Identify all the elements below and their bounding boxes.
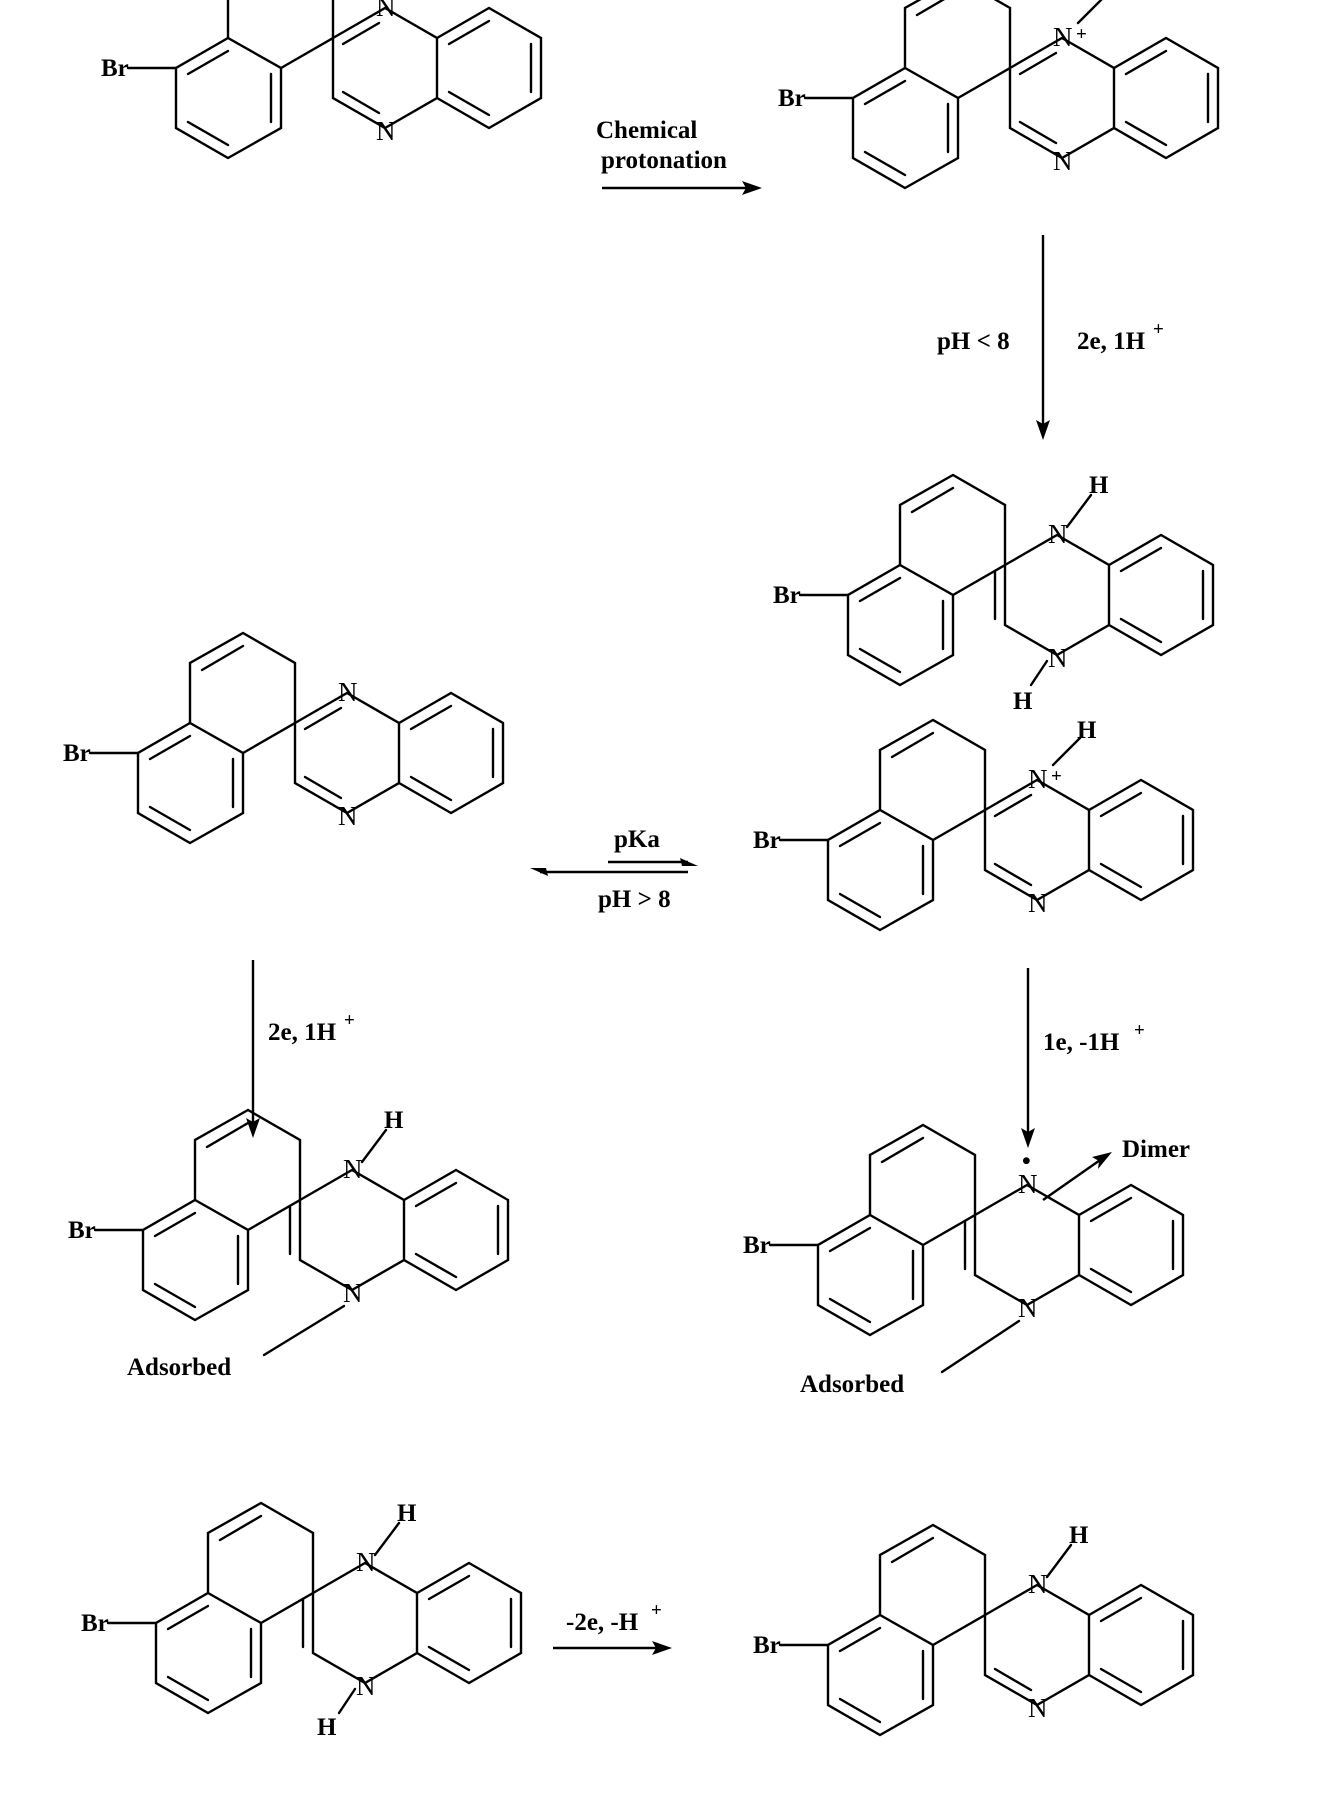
h-label: H [397,1500,417,1527]
br-label: Br [68,1217,96,1244]
n-label: N [1053,22,1073,52]
n-label: N [1048,643,1068,673]
superscript-plus: + [1134,1020,1145,1041]
n-label: N [356,1671,376,1701]
n-label: N [1028,1693,1048,1723]
br-label: Br [773,582,801,609]
br-label: Br [753,827,781,854]
arrow-reduction-acidic: pH < 8 2e, 1H + [937,235,1164,440]
structure-neutral-top: Br N N [101,0,543,160]
structure-neutral-middle: Br N N [63,631,505,845]
br-label: Br [778,85,806,112]
n-label: N [338,801,358,831]
condition-label: pKa [614,826,660,853]
arrow-to-dimer: Dimer [1042,1136,1190,1201]
n-label: N [1028,764,1048,794]
positive-charge: + [1076,24,1087,45]
condition-label: 1e, -1H [1043,1029,1120,1056]
n-label: N [1018,1169,1038,1199]
superscript-plus: + [651,1600,662,1621]
n-label: N [1053,146,1073,176]
structure-protonated-middle: Br N + H N [753,717,1195,932]
br-label: Br [63,740,91,767]
n-label: N [1028,1569,1048,1599]
superscript-plus: + [1153,319,1164,340]
condition-label: 2e, 1H [268,1019,337,1046]
h-label: H [1013,688,1033,715]
br-label: Br [753,1632,781,1659]
h-label: H [317,1714,337,1741]
condition-label: Chemical [596,117,697,144]
arrow-reduction-right: 1e, -1H + [1021,968,1145,1148]
n-label: N [1018,1293,1038,1323]
arrow-oxidation: -2e, -H + [553,1600,672,1655]
condition-label: protonation [601,147,727,174]
n-label: N [376,0,396,22]
radical-dot: • [1022,1148,1031,1175]
dimer-label: Dimer [1122,1136,1190,1163]
n-label: N [1028,888,1048,918]
superscript-plus: + [344,1010,355,1031]
h-label: H [1102,0,1122,2]
n-label: N [343,1154,363,1184]
n-label: N [376,116,396,146]
structure-adsorbed-left: Br N H N Adsorbed [68,1107,510,1381]
structure-radical-adsorbed-right: Br N • N Adsorbed [743,1123,1185,1398]
n-label: N [343,1278,363,1308]
structure-protonated-top: Br N + H N [778,0,1220,190]
h-label: H [1069,1522,1089,1549]
structure-dihydro-right: Br N H N H [773,472,1215,715]
br-label: Br [101,55,129,82]
condition-label: pH > 8 [598,886,671,913]
arrow-equilibrium: pKa pH > 8 [530,826,698,913]
adsorbed-label: Adsorbed [800,1371,904,1398]
h-label: H [1089,472,1109,499]
structure-dihydro-bottom-left: Br N H N H [81,1500,523,1741]
condition-label: -2e, -H [566,1609,639,1636]
br-label: Br [743,1232,771,1259]
n-label: N [1048,519,1068,549]
n-label: N [338,677,358,707]
condition-label: pH < 8 [937,328,1010,355]
arrow-reduction-left: 2e, 1H + [246,960,355,1138]
h-label: H [384,1107,404,1134]
n-label: N [356,1547,376,1577]
positive-charge: + [1051,766,1062,787]
adsorbed-label: Adsorbed [127,1354,231,1381]
condition-label: 2e, 1H [1077,328,1146,355]
structure-product-bottom-right: Br N H N [753,1522,1195,1737]
arrow-chemical-protonation: Chemical protonation [596,117,762,195]
br-label: Br [81,1610,109,1637]
h-label: H [1077,717,1097,744]
